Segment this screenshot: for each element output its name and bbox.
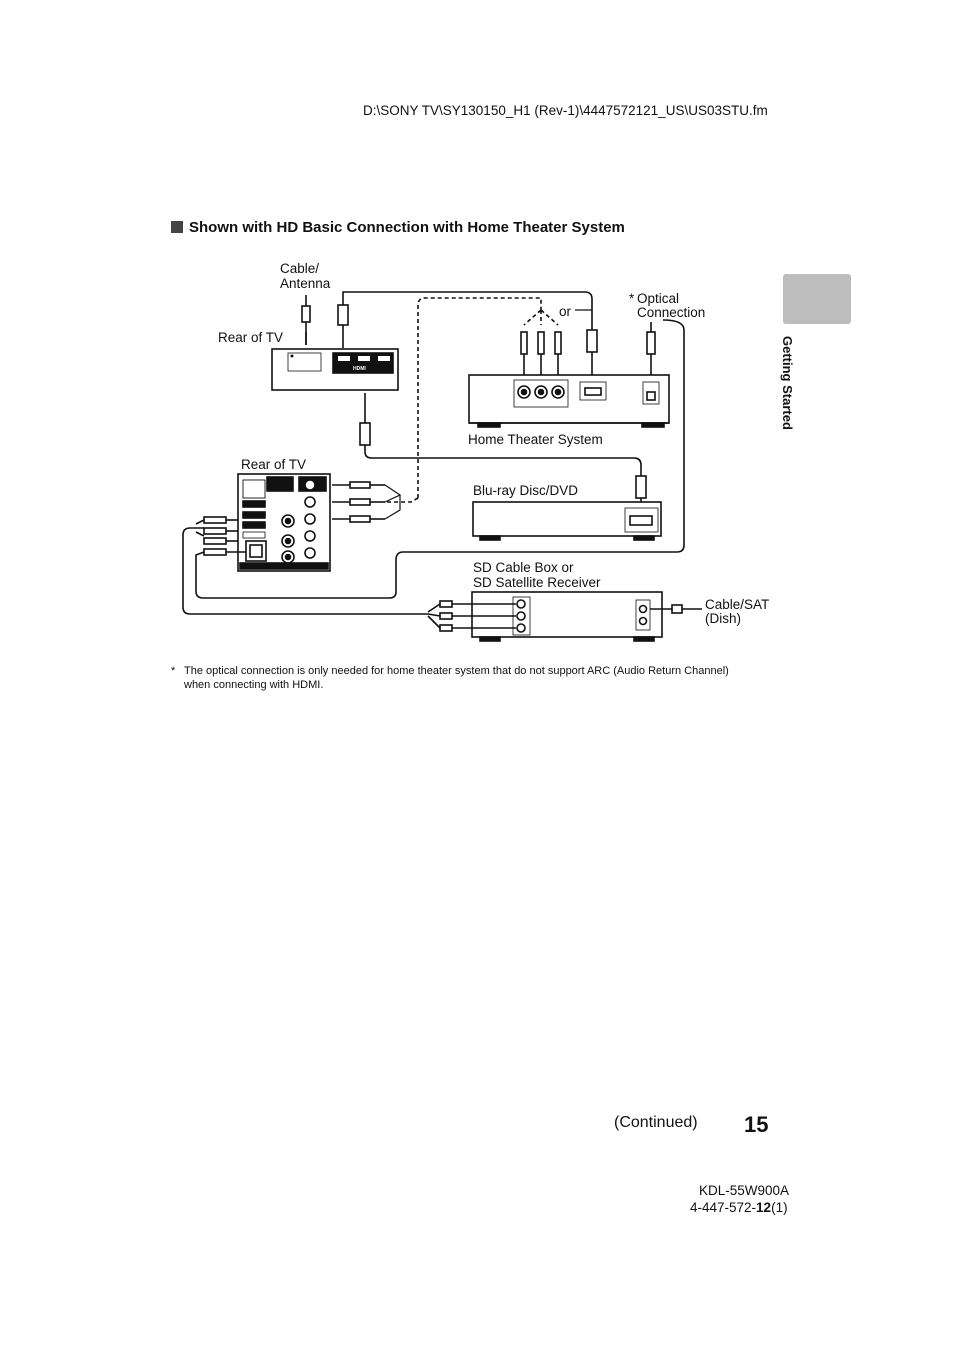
footnote-marker: * (171, 665, 176, 677)
label-optical-star: * (629, 291, 635, 306)
side-tab-label: Getting Started (780, 336, 795, 430)
svg-text:HDMI: HDMI (353, 366, 366, 372)
label-cable-antenna-2: Antenna (280, 276, 331, 291)
label-or: or (559, 304, 572, 319)
label-cable-antenna-1: Cable/ (280, 261, 320, 276)
tv-rear-panel-top: HDMI (271, 348, 399, 391)
continued-label: (Continued) (614, 1114, 698, 1131)
section-title-text: Shown with HD Basic Connection with Home… (189, 219, 625, 236)
tv-rear-panel-side (237, 473, 331, 572)
doc-number-bold: 12 (756, 1200, 772, 1215)
label-rear-of-tv-top: Rear of TV (218, 330, 284, 345)
bluray-player (472, 501, 662, 541)
tv-component-plugs (332, 481, 402, 523)
component-plugs (520, 309, 592, 380)
label-cable-sat-2: (Dish) (705, 611, 741, 626)
component-dashed-cable (385, 297, 559, 503)
doc-number-prefix: 4-447-572- (690, 1200, 757, 1215)
document-number: 4-447-572-12(1) (690, 1200, 788, 1215)
label-optical-1: Optical (637, 291, 680, 306)
label-sd-box-2: SD Satellite Receiver (473, 575, 601, 590)
label-bluray: Blu-ray Disc/DVD (473, 483, 579, 498)
antenna-cable (301, 295, 311, 345)
sd-cable-box (471, 591, 702, 642)
label-home-theater: Home Theater System (468, 432, 603, 447)
hdmi-cable-bluray (359, 393, 647, 510)
label-optical-2: Connection (637, 305, 706, 320)
footnote-text: The optical connection is only needed fo… (184, 665, 729, 691)
square-bullet-icon (171, 221, 183, 233)
connection-diagram: HDMI (182, 291, 702, 642)
label-sd-box-1: SD Cable Box or (473, 560, 574, 575)
side-tab (783, 274, 851, 324)
page-number: 15 (744, 1112, 769, 1137)
hdmi-cable-top (337, 291, 598, 380)
file-path: D:\SONY TV\SY130150_H1 (Rev-1)\444757212… (363, 103, 768, 118)
doc-number-suffix: (1) (771, 1200, 788, 1215)
tv-composite-plugs (203, 516, 246, 556)
section-title: Shown with HD Basic Connection with Home… (171, 219, 625, 236)
model-number: KDL-55W900A (699, 1183, 790, 1198)
label-cable-sat-1: Cable/SAT (705, 597, 770, 612)
label-rear-of-tv-side: Rear of TV (241, 457, 307, 472)
home-theater-system (468, 374, 670, 428)
composite-cables (182, 519, 516, 632)
